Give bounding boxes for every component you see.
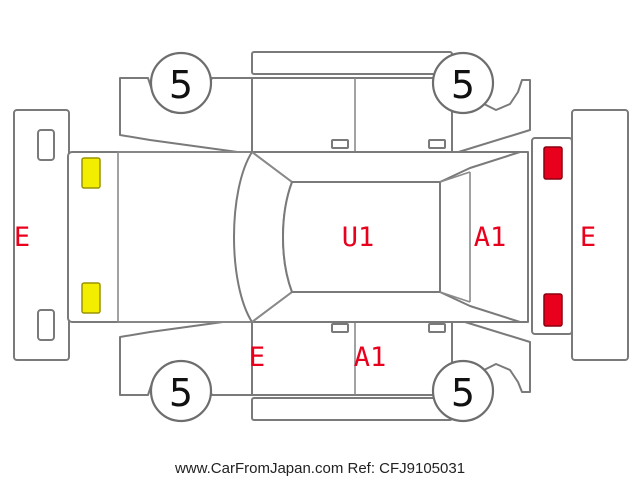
mark-roof: U1 [342, 222, 375, 253]
front-right-wheel: 5 [149, 359, 213, 423]
tire-rear-right-value: 5 [451, 371, 475, 415]
car-body-top-view [67, 137, 573, 335]
tire-front-left-value: 5 [169, 63, 193, 107]
rear-right-wheel: 5 [431, 359, 495, 423]
front-left-wheel: 5 [149, 51, 213, 115]
front-lamp-lower [81, 282, 101, 314]
mark-front-left-fender: E [249, 342, 265, 373]
front-lamp-upper [81, 157, 101, 189]
rear-lamp-lower [543, 293, 563, 327]
reference-caption: www.CarFromJapan.com Ref: CFJ9105031 [174, 460, 466, 477]
tire-front-right-value: 5 [169, 371, 193, 415]
mark-rear-bumper: E [580, 222, 596, 253]
top-side-panels [119, 51, 531, 155]
mark-rear-glass: A1 [474, 222, 507, 253]
front-lamps [81, 157, 101, 314]
rear-lamps [543, 146, 563, 327]
rear-left-wheel: 5 [431, 51, 495, 115]
bottom-side-panels [119, 317, 531, 421]
mark-front-bumper: E [14, 222, 30, 253]
mark-left-side-door: A1 [354, 342, 387, 373]
tire-rear-left-value: 5 [451, 63, 475, 107]
rear-lamp-upper [543, 146, 563, 180]
